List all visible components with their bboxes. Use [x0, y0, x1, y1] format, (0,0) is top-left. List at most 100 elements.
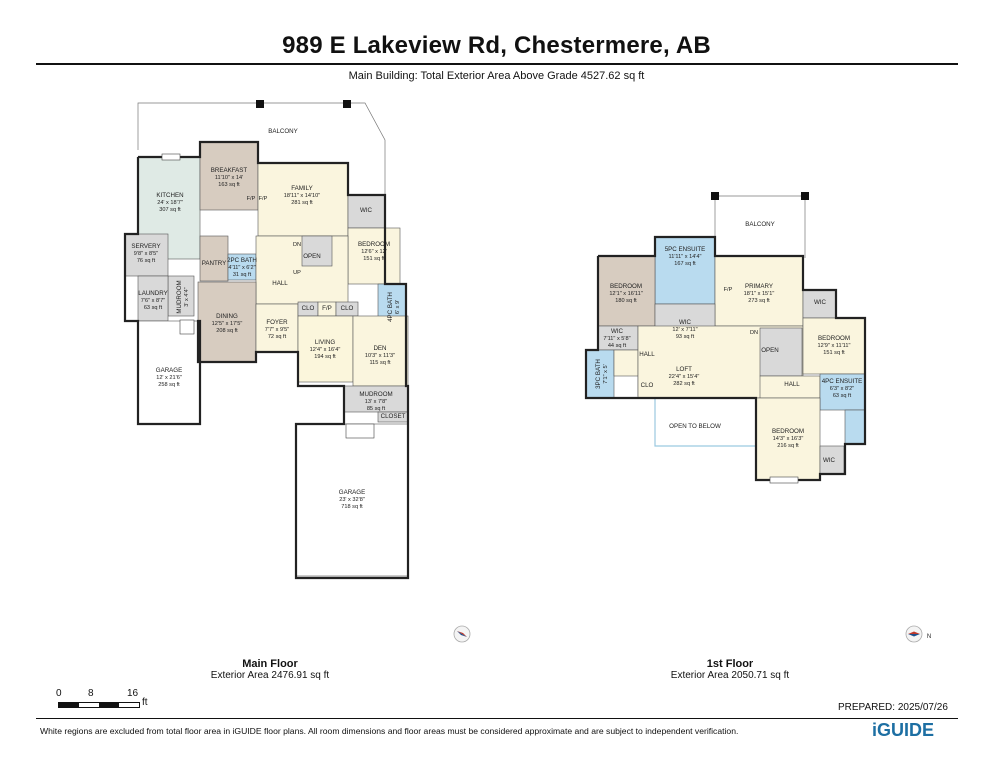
main-floor-label-pantry: PANTRY	[202, 260, 227, 267]
first-floor-label-wic-b: WIC	[823, 457, 836, 464]
main-floor-label-fp: F/P	[322, 305, 332, 312]
room-dims: 6' x 9'	[395, 300, 401, 314]
room-name: MUDROOM	[359, 391, 392, 398]
first-floor-plan	[584, 192, 867, 484]
room-dims: 10'3" x 11'3"	[365, 353, 395, 359]
title-rule	[36, 63, 958, 65]
room-dims: 3' x 4'4"	[184, 287, 190, 306]
room-dims: 12'1" x 16'11"	[609, 291, 642, 297]
room-area: 85 sq ft	[367, 406, 386, 412]
room-area: 63 sq ft	[144, 305, 163, 311]
room-dims: 12'4" x 16'4"	[310, 347, 341, 353]
first-floor-marker-fp: F/P	[724, 287, 733, 293]
room-name: CLOSET	[381, 413, 406, 420]
room-dims: 7'6" x 8'7"	[141, 298, 165, 304]
room-name: CLO	[341, 305, 354, 312]
room-name: 5PC ENSUITE	[665, 246, 706, 253]
scale-bar: 0 8 16 ft	[50, 688, 160, 718]
room-area: 718 sq ft	[341, 504, 363, 510]
room-area: 281 sq ft	[291, 200, 313, 206]
room-name: WIC	[611, 328, 624, 335]
first-floor-area: Exterior Area 2050.71 sq ft	[670, 670, 790, 681]
room-name: LOFT	[676, 366, 692, 373]
scale-label-16: 16	[127, 688, 139, 699]
room-name: BEDROOM	[358, 241, 390, 248]
room-dims: 6'3" x 8'2"	[830, 386, 854, 392]
mf-room-family	[257, 162, 349, 237]
room-dims: 12' x 7'11"	[672, 327, 697, 333]
main-floor-marker-fp: F/P	[247, 196, 256, 202]
room-name: 2PC BATH	[227, 257, 257, 264]
ff-room-wic-right	[802, 289, 837, 319]
room-name: PRIMARY	[745, 283, 773, 290]
room-name: BALCONY	[268, 128, 298, 135]
room-area: 151 sq ft	[823, 350, 845, 356]
ff-room-bedroom-bottom	[755, 397, 821, 481]
room-dims: 22'4" x 15'4"	[669, 374, 700, 380]
mf-room-servery	[124, 233, 169, 277]
room-dims: 12'9" x 11'11"	[818, 343, 851, 349]
room-dims: 7'7" x 9'5"	[265, 327, 289, 333]
room-name: LAUNDRY	[138, 290, 167, 297]
room-name: MUDROOM	[176, 280, 183, 313]
iguide-logo: iGUIDE	[872, 720, 935, 740]
first-floor-marker-dn: DN	[750, 330, 758, 336]
room-name: F/P	[322, 305, 332, 312]
main-floor-plan	[123, 100, 410, 580]
room-name: WIC	[823, 457, 836, 464]
room-dims: 23' x 32'8"	[339, 497, 365, 503]
room-name: GARAGE	[339, 489, 365, 496]
first-floor-compass-icon	[905, 625, 923, 643]
room-area: 216 sq ft	[777, 443, 799, 449]
room-name: CLO	[641, 382, 654, 389]
room-name: SERVERY	[131, 243, 160, 250]
ff-stairs	[759, 327, 803, 377]
mf-room-2pc-bath	[227, 253, 257, 281]
ff-room-primary	[714, 255, 804, 327]
ff-room-wic-left	[597, 325, 639, 351]
room-name: OPEN	[761, 347, 779, 354]
first-floor-label-open: OPEN	[761, 347, 779, 354]
main-floor-marker-up: UP	[293, 270, 301, 276]
room-dims: 18'11" x 14'10"	[284, 193, 321, 199]
mf-room-garage	[295, 423, 409, 577]
room-name: BEDROOM	[610, 283, 642, 290]
first-floor-label-open-below: OPEN TO BELOW	[669, 423, 721, 430]
room-name: FAMILY	[291, 185, 313, 192]
footer-rule	[36, 718, 958, 719]
mf-room-bedroom	[347, 227, 401, 285]
room-dims: 11'11" x 14'4"	[669, 254, 702, 260]
first-floor-label-hall-l: HALL	[639, 351, 655, 358]
ff-balcony-outline	[714, 195, 806, 258]
room-name: CLO	[302, 305, 315, 312]
room-area: 194 sq ft	[314, 354, 336, 360]
disclaimer: White regions are excluded from total fl…	[40, 726, 739, 736]
room-dims: 12'6" x 12'	[361, 249, 387, 255]
room-name: GARAGE	[156, 367, 182, 374]
mf-room-dining	[197, 281, 257, 363]
room-name: BREAKFAST	[211, 167, 248, 174]
room-dims: 14'3" x 16'3"	[773, 436, 804, 442]
room-dims: 24' x 18'7"	[157, 200, 183, 206]
mf-room-mudroom-small	[167, 275, 195, 317]
main-floor-label-closet: CLOSET	[381, 413, 406, 420]
main-floor-name: Main Floor	[242, 658, 298, 670]
room-name: BEDROOM	[772, 428, 804, 435]
mf-stairs	[301, 235, 333, 267]
